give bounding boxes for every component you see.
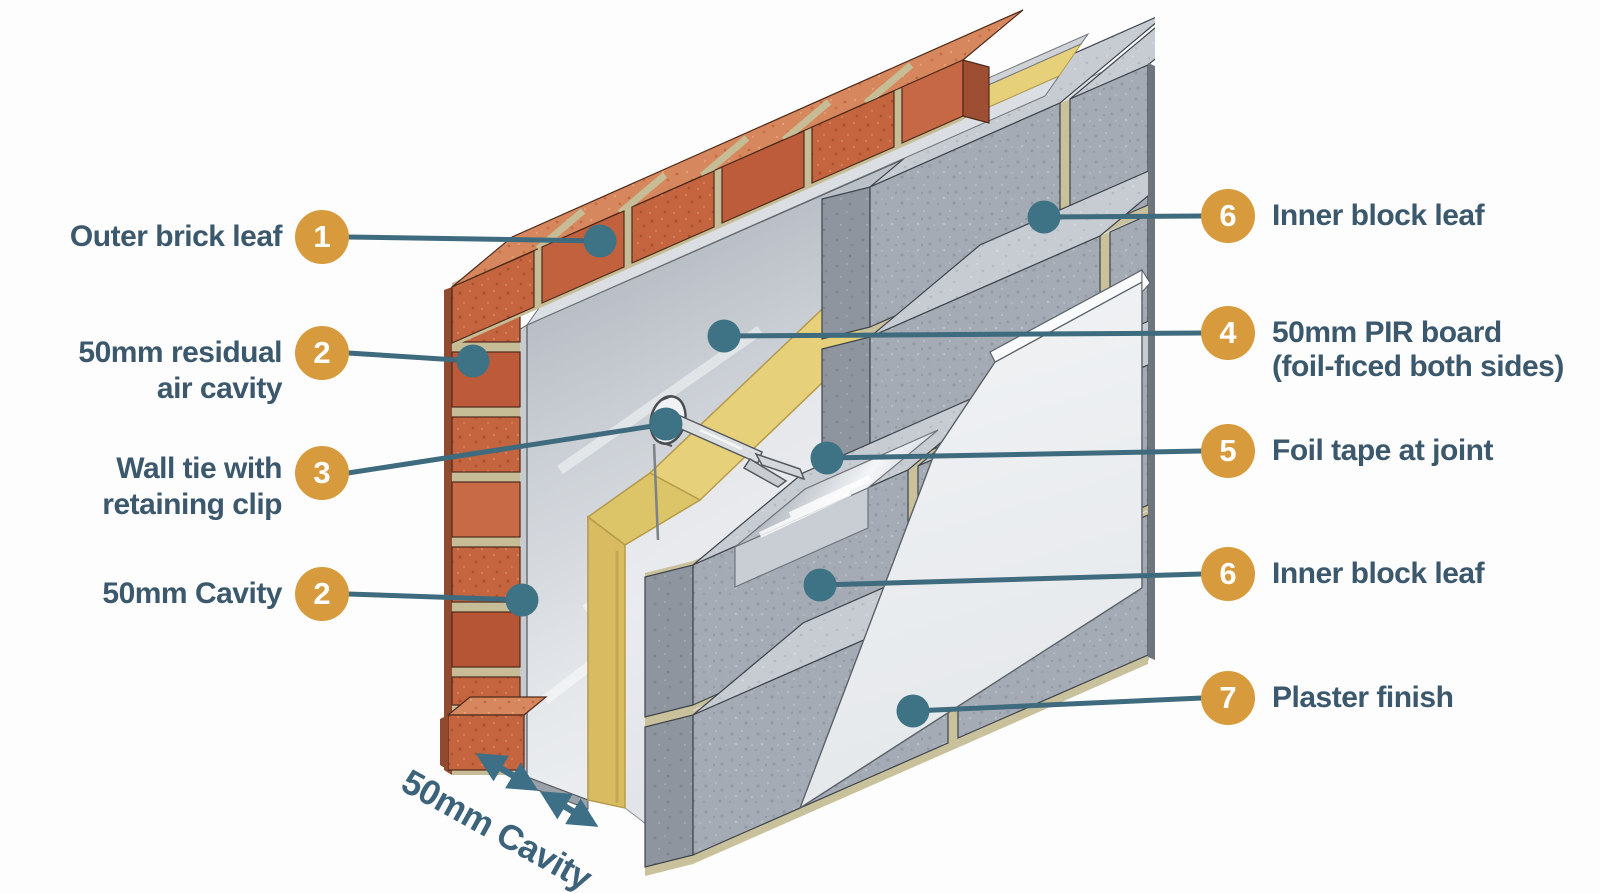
callout-dot-7 xyxy=(896,694,930,728)
label-residual-air-cavity-line2: air cavity xyxy=(156,372,283,405)
label-wall-tie-line2: retaining clip xyxy=(102,488,282,521)
tie-fishtail xyxy=(742,457,788,488)
label-foil-tape: Foil tape at joint xyxy=(1272,434,1494,467)
badge-4: 4 xyxy=(1201,306,1255,360)
callout-dot-6b xyxy=(803,568,837,602)
brick-stretcher xyxy=(451,250,535,344)
callout-dots xyxy=(456,200,1061,728)
badge-6b: 6 xyxy=(1201,547,1255,601)
block-wall-cut-edge xyxy=(1148,63,1155,660)
plaster-finish xyxy=(798,268,1151,810)
brick-stretcher xyxy=(631,170,715,264)
callout-line-6b xyxy=(819,571,1203,588)
badge-5: 5 xyxy=(1201,424,1255,478)
brick-bottom-side xyxy=(440,715,448,770)
brick-column-side xyxy=(444,287,452,775)
badge-2b: 2 xyxy=(295,567,349,621)
badge-3: 3 xyxy=(295,446,349,500)
label-residual-air-cavity-line1: 50mm residual xyxy=(78,336,282,369)
block-end-face xyxy=(821,186,871,340)
callout-line-7 xyxy=(912,695,1203,714)
retaining-clip-slot xyxy=(659,395,673,447)
label-plaster-finish: Plaster finish xyxy=(1272,681,1454,714)
brick-top-joint xyxy=(617,172,668,216)
callout-dot-6a xyxy=(1027,200,1061,234)
tie-fishtail xyxy=(754,452,806,481)
tie-highlight xyxy=(699,428,743,451)
brick-top-joint xyxy=(699,135,750,179)
label-inner-block-leaf-top: Inner block leaf xyxy=(1272,199,1485,232)
label-50mm-cavity: 50mm Cavity xyxy=(102,577,282,610)
cavity-dimension-arrows xyxy=(475,753,599,827)
brick-header xyxy=(451,416,521,473)
label-pir-board-line2: (foil-fıced both sides) xyxy=(1272,350,1564,383)
callout-line-3 xyxy=(347,421,667,476)
block-end-face xyxy=(644,714,694,868)
callout-line-1 xyxy=(347,234,601,244)
tie-drip-wire xyxy=(652,443,660,541)
callout-lines xyxy=(347,213,1203,714)
callout-line-2a xyxy=(347,350,474,364)
brick-course-end-face xyxy=(962,59,990,124)
plaster-corner-bevel xyxy=(1141,268,1151,294)
label-pir-board-line1: 50mm PIR board xyxy=(1272,316,1502,349)
label-inner-block-leaf-bottom: Inner block leaf xyxy=(1272,557,1485,590)
dimension-arrow xyxy=(539,791,599,827)
brick-stretcher xyxy=(811,90,895,184)
block-end-face xyxy=(644,564,694,718)
label-outer-brick-leaf: Outer brick leaf xyxy=(69,220,283,253)
dimension-arrow xyxy=(475,753,539,791)
callout-line-2b xyxy=(347,591,523,603)
badge-2a: 2 xyxy=(295,326,349,380)
callout-line-4 xyxy=(723,330,1203,339)
brick-stretcher xyxy=(721,130,805,224)
callout-line-6a xyxy=(1043,213,1203,220)
brick-header xyxy=(451,546,521,603)
callout-dot-2b xyxy=(505,583,539,617)
foil-tape-shine xyxy=(758,475,872,538)
badge-7: 7 xyxy=(1201,671,1255,725)
badge-1: 1 xyxy=(295,210,349,264)
badge-6a: 6 xyxy=(1201,189,1255,243)
brick-header xyxy=(451,481,521,538)
brick-top-joint xyxy=(535,208,586,252)
outer-brick-leaf xyxy=(440,9,1024,775)
callout-dot-3 xyxy=(649,407,683,441)
callout-dot-2a xyxy=(456,344,490,378)
callout-dot-1 xyxy=(583,224,617,258)
brick-top-joint xyxy=(863,62,914,106)
callout-line-5 xyxy=(826,448,1203,461)
label-wall-tie-line1: Wall tie with xyxy=(116,452,282,485)
callout-dot-5 xyxy=(810,441,844,475)
callout-dot-4 xyxy=(707,319,741,353)
brick-header xyxy=(451,611,521,668)
foam-bottom-column xyxy=(587,515,626,809)
brick-top-joint xyxy=(781,99,832,143)
